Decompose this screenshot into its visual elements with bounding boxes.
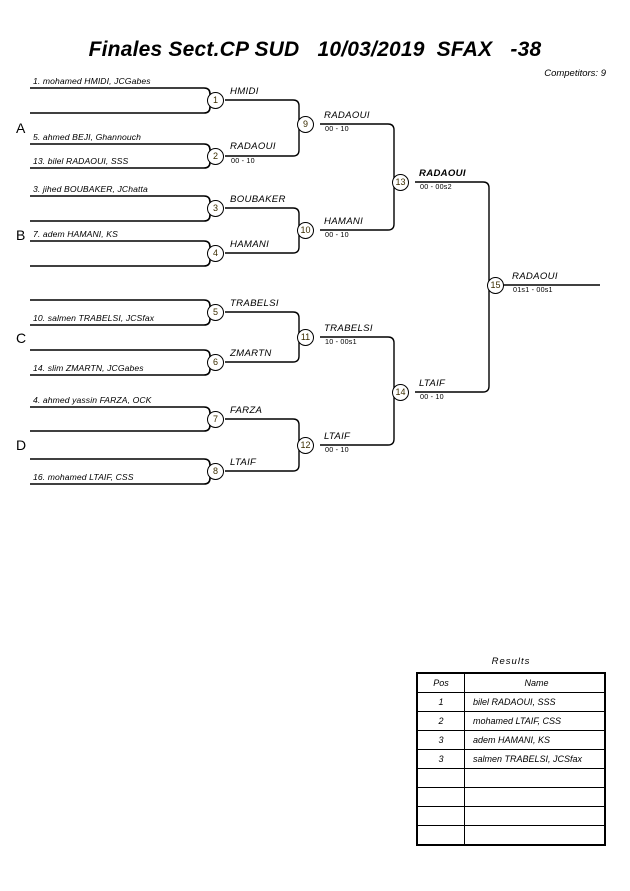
- match-score-13: 00 - 00s2: [420, 182, 452, 191]
- results-header-row: Pos Name: [416, 672, 606, 693]
- results-row-pos: [416, 806, 465, 826]
- results-col-name: Name: [464, 672, 606, 693]
- results-row-pos: 2: [416, 711, 465, 731]
- match-node-2[interactable]: 2: [207, 148, 224, 165]
- match-winner-7: FARZA: [230, 405, 263, 416]
- results-row-empty: [416, 768, 606, 788]
- results-caption: Results: [491, 656, 531, 667]
- match-score-11: 10 - 00s1: [325, 337, 357, 346]
- results-row-pos: 3: [416, 730, 465, 750]
- entry-label: 7. adem HAMANI, KS: [33, 229, 118, 239]
- entry-label: 3. jihed BOUBAKER, JChatta: [33, 184, 148, 194]
- results-row-pos: [416, 768, 465, 788]
- match-winner-10: HAMANI: [324, 216, 364, 227]
- entry-label: 4. ahmed yassin FARZA, OCK: [33, 395, 152, 405]
- match-node-7[interactable]: 7: [207, 411, 224, 428]
- match-node-9[interactable]: 9: [297, 116, 314, 133]
- match-winner-14: LTAIF: [419, 378, 446, 389]
- results-row-name: adem HAMANI, KS: [464, 730, 606, 750]
- match-score-14: 00 - 10: [420, 392, 444, 401]
- match-winner-13: RADAOUI: [419, 168, 466, 179]
- results-row-name: [464, 768, 606, 788]
- results-row-empty: [416, 825, 606, 846]
- competitors-count: Competitors: 9: [544, 68, 606, 79]
- section-letter-c: C: [16, 330, 27, 346]
- entry-label: 1. mohamed HMIDI, JCGabes: [33, 76, 151, 86]
- results-row-name: [464, 806, 606, 826]
- match-node-6[interactable]: 6: [207, 354, 224, 371]
- match-winner-3: BOUBAKER: [230, 194, 286, 205]
- match-winner-6: ZMARTN: [230, 348, 272, 359]
- match-node-4[interactable]: 4: [207, 245, 224, 262]
- match-score-12: 00 - 10: [325, 445, 349, 454]
- match-winner-9: RADAOUI: [324, 110, 370, 121]
- match-winner-8: LTAIF: [230, 457, 257, 468]
- match-node-10[interactable]: 10: [297, 222, 314, 239]
- match-node-14[interactable]: 14: [392, 384, 409, 401]
- match-node-3[interactable]: 3: [207, 200, 224, 217]
- section-letter-d: D: [16, 437, 27, 453]
- match-score-9: 00 - 10: [325, 124, 349, 133]
- match-score-2: 00 - 10: [231, 156, 255, 165]
- match-score-15: 01s1 - 00s1: [513, 285, 553, 294]
- match-score-10: 00 - 10: [325, 230, 349, 239]
- results-row-pos: [416, 787, 465, 807]
- match-node-15[interactable]: 15: [487, 277, 504, 294]
- results-row-name: bilel RADAOUI, SSS: [464, 692, 606, 712]
- entry-label: 10. salmen TRABELSI, JCSfax: [33, 313, 155, 323]
- match-winner-1: HMIDI: [230, 86, 259, 97]
- results-row-pos: 1: [416, 692, 465, 712]
- results-row-name: [464, 787, 606, 807]
- results-row-pos: 3: [416, 749, 465, 769]
- results-row-name: salmen TRABELSI, JCSfax: [464, 749, 606, 769]
- match-node-5[interactable]: 5: [207, 304, 224, 321]
- results-row-name: [464, 825, 606, 846]
- entry-label: 5. ahmed BEJI, Ghannouch: [33, 132, 141, 142]
- entry-label: 13. bilel RADAOUI, SSS: [33, 156, 129, 166]
- match-winner-11: TRABELSI: [324, 323, 373, 334]
- entry-label: 16. mohamed LTAIF, CSS: [33, 472, 134, 482]
- section-letter-b: B: [16, 227, 26, 243]
- match-node-8[interactable]: 8: [207, 463, 224, 480]
- match-winner-5: TRABELSI: [230, 298, 279, 309]
- match-node-11[interactable]: 11: [297, 329, 314, 346]
- match-node-12[interactable]: 12: [297, 437, 314, 454]
- page-title: Finales Sect.CP SUD 10/03/2019 SFAX -38: [88, 38, 542, 61]
- match-winner-4: HAMANI: [230, 239, 270, 250]
- results-row-pos: [416, 825, 465, 846]
- match-winner-12: LTAIF: [324, 431, 351, 442]
- section-letter-a: A: [16, 120, 26, 136]
- entry-label: 14. slim ZMARTN, JCGabes: [33, 363, 144, 373]
- match-winner-15: RADAOUI: [512, 271, 558, 282]
- results-row-empty: [416, 806, 606, 826]
- results-row-empty: [416, 787, 606, 807]
- match-node-13[interactable]: 13: [392, 174, 409, 191]
- match-node-1[interactable]: 1: [207, 92, 224, 109]
- results-row-name: mohamed LTAIF, CSS: [464, 711, 606, 731]
- results-col-pos: Pos: [416, 672, 465, 693]
- match-winner-2: RADAOUI: [230, 141, 276, 152]
